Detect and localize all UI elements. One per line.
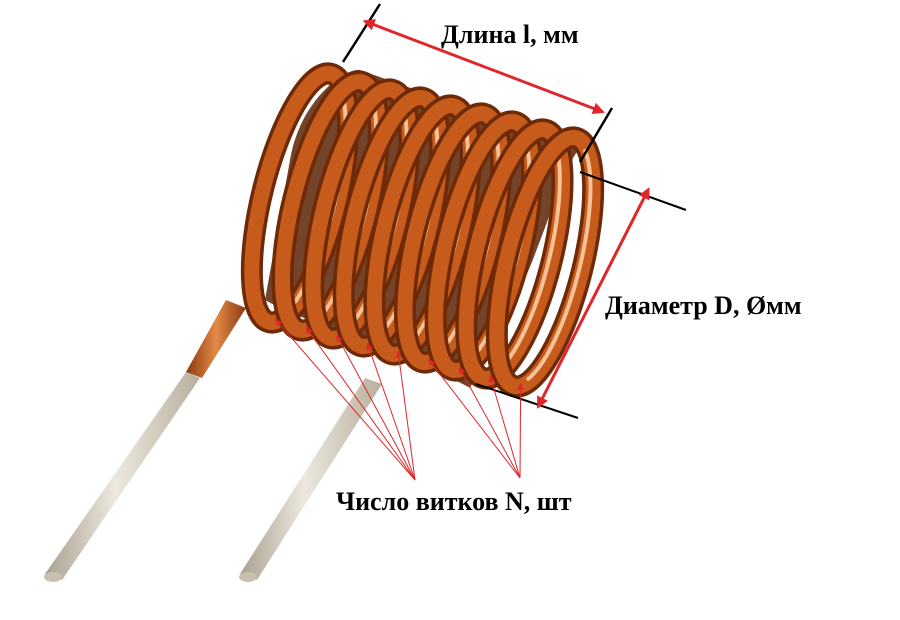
length-extension-right [578,107,614,163]
turn-pointer-line [458,366,521,479]
length-dimension [341,3,614,163]
right-lead-wire [240,378,382,580]
left-lead-tip [44,572,62,582]
diameter-extension-bottom [475,383,579,419]
turn-pointer-line [517,382,525,479]
diameter-label: Диаметр D, Øмм [605,291,802,320]
lead-wires [44,300,382,582]
turn-pointer-line [336,334,416,481]
diameter-dimension [475,171,687,419]
turn-pointer-line [488,374,521,479]
length-extension-left [341,3,382,63]
turn-pointer-line [305,327,416,481]
length-label: Длина l, мм [441,20,579,49]
turns-label: Число витков N, шт [336,487,572,516]
left-lead-enamel [186,300,246,378]
coil-body [240,62,605,398]
turn-pointer-line [395,350,416,481]
turn-pointer-line [275,319,416,481]
right-lead-tip [239,572,257,582]
diameter-arrow [536,187,650,409]
left-lead-wire [45,372,200,580]
turn-pointer-line [428,359,521,479]
coil-turns [240,62,605,398]
turns-pointer-lines [275,319,525,481]
length-arrow [362,19,605,115]
turn-pointer-line [366,342,416,481]
